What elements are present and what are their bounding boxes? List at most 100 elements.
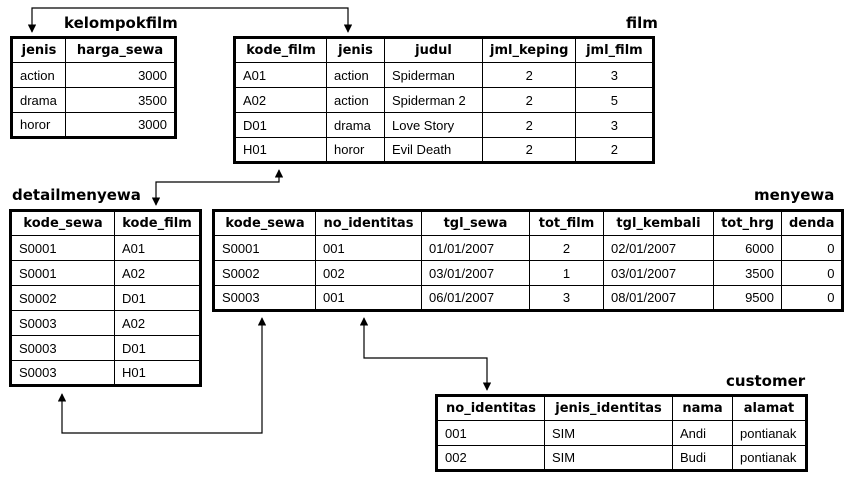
customer-title: customer xyxy=(726,372,806,390)
customer-cell: pontianak xyxy=(732,420,807,446)
detailmenyewa-cell: A02 xyxy=(114,310,201,336)
film-column-header: jml_film xyxy=(575,37,655,63)
detailmenyewa-cell: A02 xyxy=(114,260,201,286)
menyewa-cell: 02/01/2007 xyxy=(603,235,714,261)
film-cell: 2 xyxy=(481,62,577,88)
film-cell: 2 xyxy=(481,87,577,113)
customer-cell: 001 xyxy=(436,420,545,446)
film-cell: horor xyxy=(326,137,385,163)
customer-cell: SIM xyxy=(544,445,673,471)
film-cell: 2 xyxy=(481,112,577,138)
menyewa-cell: S0002 xyxy=(213,260,316,286)
film-column-header: jenis xyxy=(326,37,385,63)
customer-cell: Budi xyxy=(672,445,733,471)
detailmenyewa-cell: S0003 xyxy=(10,335,115,361)
film-title: film xyxy=(626,14,658,32)
menyewa-cell: 001 xyxy=(315,285,422,311)
detailmenyewa-cell: S0001 xyxy=(10,235,115,261)
detailmenyewa-cell: D01 xyxy=(114,335,201,361)
customer-cell: SIM xyxy=(544,420,673,446)
menyewa-cell: 3 xyxy=(529,285,604,311)
detailmenyewa-cell: S0003 xyxy=(10,310,115,336)
menyewa-cell: 06/01/2007 xyxy=(421,285,530,311)
detailmenyewa-column-header: kode_sewa xyxy=(10,210,115,236)
kelompokfilm-column-header: harga_sewa xyxy=(65,37,176,63)
film-cell: 2 xyxy=(575,137,655,163)
kelompokfilm-title: kelompokfilm xyxy=(64,14,178,32)
film-cell: drama xyxy=(326,112,385,138)
menyewa-cell: 03/01/2007 xyxy=(603,260,714,286)
menyewa-cell: 002 xyxy=(315,260,422,286)
film-cell: 3 xyxy=(575,62,655,88)
customer-column-header: nama xyxy=(672,395,733,421)
menyewa-cell: 01/01/2007 xyxy=(421,235,530,261)
kelompokfilm-cell: action xyxy=(11,62,66,88)
film-cell: action xyxy=(326,87,385,113)
menyewa-title: menyewa xyxy=(754,186,835,204)
menyewa-cell: 0 xyxy=(780,285,844,311)
detailmenyewa-cell: S0002 xyxy=(10,285,115,311)
menyewa-cell: 0 xyxy=(780,260,844,286)
kelompokfilm-cell: horor xyxy=(11,112,66,138)
film-cell: Spiderman xyxy=(384,62,483,88)
menyewa-column-header: tot_film xyxy=(529,210,604,236)
menyewa-cell: S0001 xyxy=(213,235,316,261)
film-cell: A01 xyxy=(234,62,327,88)
menyewa-cell: 0 xyxy=(780,235,844,261)
customer-cell: pontianak xyxy=(732,445,807,471)
film-cell: H01 xyxy=(234,137,327,163)
detailmenyewa-cell: A01 xyxy=(114,235,201,261)
menyewa-column-header: denda xyxy=(780,210,844,236)
film-cell: action xyxy=(326,62,385,88)
kelompokfilm-column-header: jenis xyxy=(11,37,66,63)
detailmenyewa-cell: H01 xyxy=(114,360,201,386)
customer-cell: Andi xyxy=(672,420,733,446)
detailmenyewa-title: detailmenyewa xyxy=(12,186,141,204)
menyewa-column-header: tgl_sewa xyxy=(421,210,530,236)
kelompokfilm-cell: 3500 xyxy=(65,87,176,113)
menyewa-cell: 08/01/2007 xyxy=(603,285,714,311)
kelompokfilm-cell: 3000 xyxy=(65,112,176,138)
menyewa-cell: 03/01/2007 xyxy=(421,260,530,286)
kelompokfilm-cell: drama xyxy=(11,87,66,113)
customer-column-header: alamat xyxy=(732,395,807,421)
menyewa-cell: 9500 xyxy=(713,285,782,311)
link-menyewa-customer xyxy=(359,317,492,391)
film-column-header: kode_film xyxy=(234,37,327,63)
kelompokfilm-cell: 3000 xyxy=(65,62,176,88)
menyewa-column-header: tot_hrg xyxy=(713,210,782,236)
detailmenyewa-cell: S0001 xyxy=(10,260,115,286)
menyewa-cell: 6000 xyxy=(713,235,782,261)
film-column-header: jml_keping xyxy=(481,37,577,63)
film-cell: D01 xyxy=(234,112,327,138)
film-cell: 2 xyxy=(481,137,577,163)
menyewa-cell: 3500 xyxy=(713,260,782,286)
menyewa-cell: 1 xyxy=(529,260,604,286)
customer-cell: 002 xyxy=(436,445,545,471)
film-cell: Love Story xyxy=(384,112,483,138)
film-cell: Spiderman 2 xyxy=(384,87,483,113)
detailmenyewa-column-header: kode_film xyxy=(114,210,201,236)
